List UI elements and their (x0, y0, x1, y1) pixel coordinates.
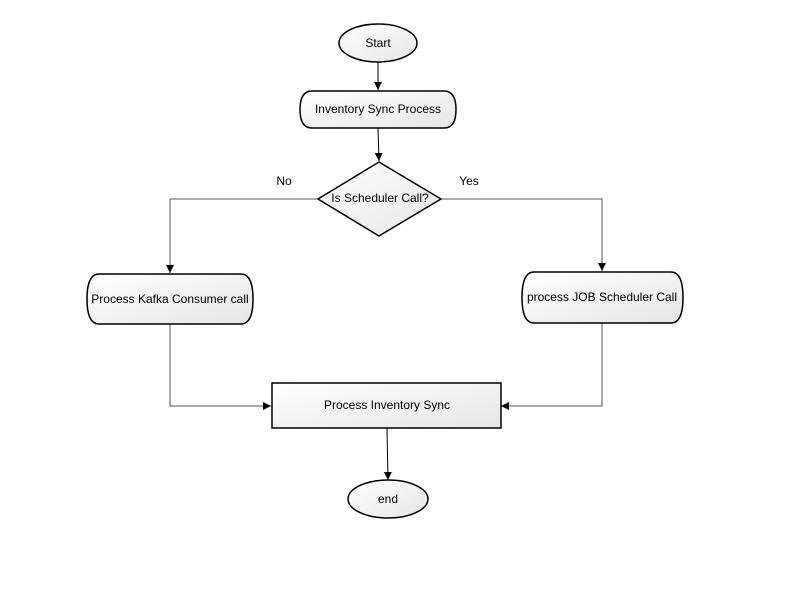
process-job-scheduler-call-label: process JOB Scheduler Call (527, 290, 677, 304)
start-node[interactable]: Start (338, 23, 418, 63)
process-inventory-sync-node[interactable]: Process Inventory Sync (271, 382, 502, 429)
start-node-shape (338, 23, 418, 63)
edge-decision-yes-to-job-scheduler (441, 198, 606, 271)
is-scheduler-call-diamond (316, 161, 443, 237)
process-kafka-consumer-call-label: Process Kafka Consumer call (91, 292, 248, 306)
is-scheduler-call-decision[interactable]: Is Scheduler Call? (316, 161, 443, 237)
edge-process-inventory-sync-to-end (383, 427, 392, 481)
connectors (166, 62, 606, 481)
end-node[interactable]: end (347, 479, 429, 519)
end-node-label: end (378, 492, 398, 506)
start-node-label: Start (365, 36, 391, 50)
process-job-scheduler-call-node[interactable]: process JOB Scheduler Call (521, 271, 684, 324)
inventory-sync-process-shape (299, 90, 457, 129)
end-node-shape (347, 479, 429, 519)
process-job-scheduler-call-shape (521, 271, 684, 324)
edge-label-no: No (276, 174, 292, 188)
process-kafka-consumer-call-node[interactable]: Process Kafka Consumer call (86, 273, 254, 325)
process-inventory-sync-label: Process Inventory Sync (324, 398, 450, 412)
edge-decision-no-to-kafka-consumer (166, 198, 318, 273)
inventory-sync-process-label: Inventory Sync Process (315, 102, 441, 116)
is-scheduler-call-label: Is Scheduler Call? (331, 191, 429, 205)
edge-label-yes: Yes (459, 174, 479, 188)
process-inventory-sync-shape (271, 382, 502, 429)
edge-inventory-sync-process-to-decision (374, 127, 383, 162)
edge-kafka-consumer-to-process-inventory-sync (169, 324, 271, 410)
inventory-sync-process-node[interactable]: Inventory Sync Process (299, 90, 457, 129)
edge-job-scheduler-to-process-inventory-sync (501, 323, 603, 410)
process-kafka-consumer-call-shape (86, 273, 254, 325)
